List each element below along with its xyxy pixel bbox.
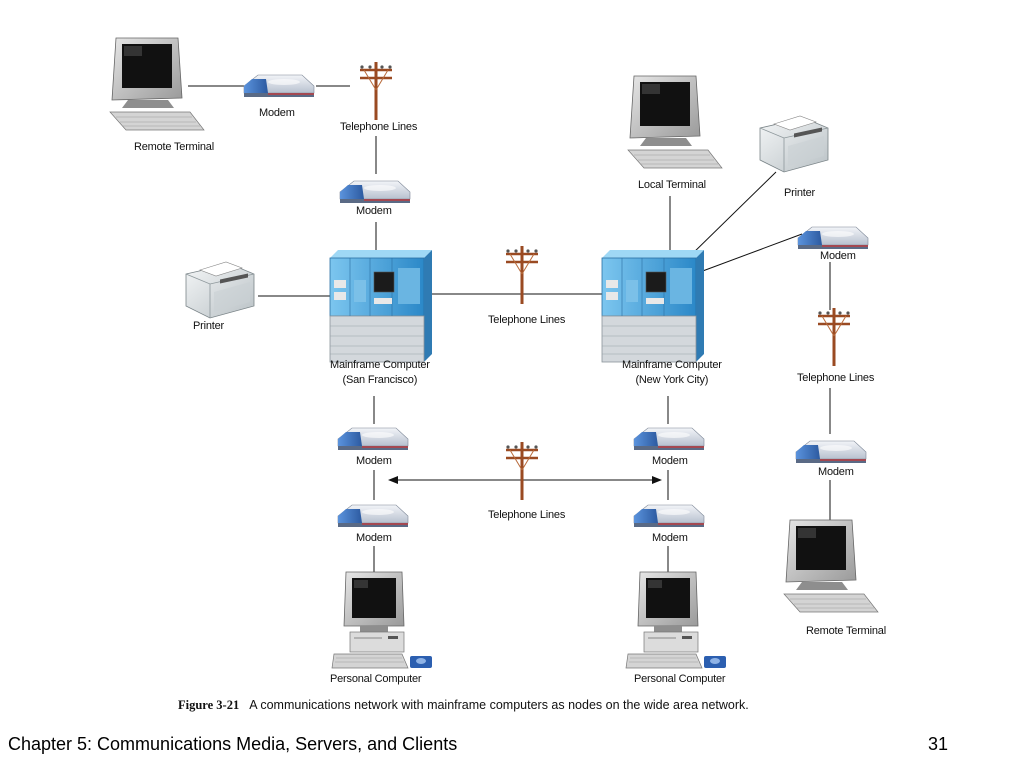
modem-right-lower-icon xyxy=(795,440,867,464)
local-terminal-icon xyxy=(627,75,723,169)
label-modem-right-upper: Modem xyxy=(820,250,856,262)
label-telephone-lines-right: Telephone Lines xyxy=(797,372,875,384)
figure-caption: Figure 3-21 A communications network with… xyxy=(178,698,749,713)
label-remote-terminal-right: Remote Terminal xyxy=(806,625,886,637)
telephone-pole-middle-icon xyxy=(504,244,540,306)
label-mainframe-sf-line2: (San Francisco) xyxy=(342,374,418,386)
telephone-pole-top-icon xyxy=(358,60,394,122)
label-modem-right-lower: Modem xyxy=(818,466,854,478)
label-printer-left: Printer xyxy=(193,320,224,332)
slide-footer-title: Chapter 5: Communications Media, Servers… xyxy=(8,734,458,754)
modem-top-icon xyxy=(243,74,315,98)
label-modem-sf-lower: Modem xyxy=(356,532,392,544)
label-mainframe-ny-line1: Mainframe Computer xyxy=(622,359,722,371)
modem-ny-middle-icon xyxy=(633,427,705,451)
label-modem-sf-middle: Modem xyxy=(356,455,392,467)
telephone-pole-right-icon xyxy=(816,306,852,368)
personal-computer-ny-icon xyxy=(625,571,727,669)
label-mainframe-sf: Mainframe Computer (San Francisco) xyxy=(330,358,430,388)
connection-lines xyxy=(188,85,831,572)
modem-sf-upper-icon xyxy=(339,180,411,204)
modem-ny-lower-icon xyxy=(633,504,705,528)
slide-page-number: 31 xyxy=(928,734,949,754)
mainframe-ny-icon xyxy=(601,249,705,363)
printer-right-icon xyxy=(759,115,829,173)
figure-caption-text: A communications network with mainframe … xyxy=(249,698,749,712)
label-telephone-lines-top: Telephone Lines xyxy=(340,121,418,133)
arrow-between-modems xyxy=(388,476,662,484)
label-mainframe-sf-line1: Mainframe Computer xyxy=(330,359,430,371)
mainframe-sf-icon xyxy=(329,249,433,363)
label-personal-computer-ny: Personal Computer xyxy=(634,673,726,685)
modem-sf-middle-icon xyxy=(337,427,409,451)
label-modem-ny-lower: Modem xyxy=(652,532,688,544)
remote-terminal-right-icon xyxy=(783,519,879,613)
figure-number: Figure 3-21 xyxy=(178,698,240,712)
label-modem-top: Modem xyxy=(259,107,295,119)
telephone-pole-bottom-icon xyxy=(504,440,540,502)
remote-terminal-top-icon xyxy=(109,37,205,131)
label-printer-right: Printer xyxy=(784,187,815,199)
label-remote-terminal-top: Remote Terminal xyxy=(134,141,214,153)
label-modem-ny-middle: Modem xyxy=(652,455,688,467)
label-modem-sf-upper: Modem xyxy=(356,205,392,217)
label-mainframe-ny: Mainframe Computer (New York City) xyxy=(622,358,722,388)
label-mainframe-ny-line2: (New York City) xyxy=(635,374,709,386)
label-telephone-lines-bottom: Telephone Lines xyxy=(488,509,566,521)
modem-right-upper-icon xyxy=(797,226,869,250)
label-local-terminal: Local Terminal xyxy=(638,179,706,191)
label-telephone-lines-middle: Telephone Lines xyxy=(488,314,566,326)
modem-sf-lower-icon xyxy=(337,504,409,528)
label-personal-computer-sf: Personal Computer xyxy=(330,673,422,685)
personal-computer-sf-icon xyxy=(331,571,433,669)
printer-left-icon xyxy=(185,261,255,319)
